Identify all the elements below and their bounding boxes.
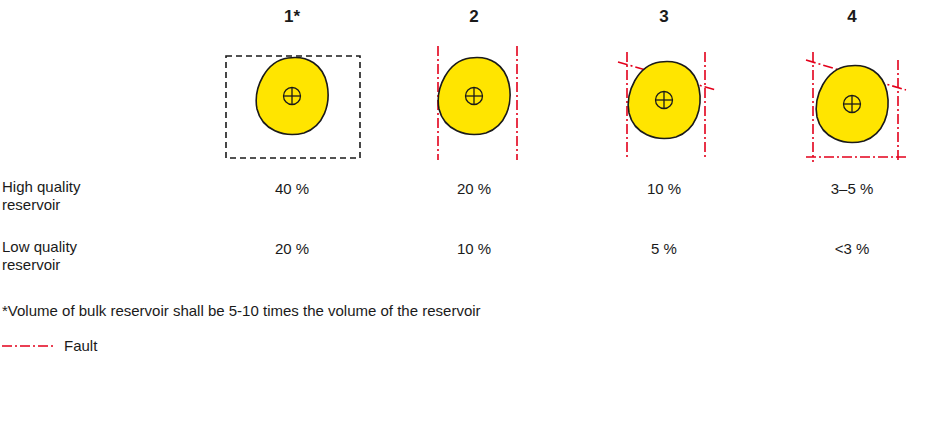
percentage-cell: 10 %: [457, 240, 491, 258]
fault-legend-sample: [2, 345, 56, 347]
fault-lines: [438, 46, 906, 162]
legend-label: Fault: [64, 337, 97, 355]
percentage-cell: 20 %: [457, 180, 491, 198]
row-label: High quality reservoir: [2, 178, 122, 214]
bulk-boundary: [226, 56, 360, 158]
percentage-cell: 10 %: [647, 180, 681, 198]
column-number: 1*: [284, 8, 300, 26]
column-number: 4: [847, 8, 856, 26]
percentage-cell: 5 %: [651, 240, 677, 258]
footnote: *Volume of bulk reservoir shall be 5-10 …: [2, 302, 481, 320]
percentage-cell: 20 %: [275, 240, 309, 258]
percentage-cell: 40 %: [275, 180, 309, 198]
reservoir-blob: [438, 57, 510, 134]
column-number: 3: [659, 8, 668, 26]
row-label: Low quality reservoir: [2, 238, 122, 274]
percentage-cell: <3 %: [835, 240, 870, 258]
reservoir-blob: [628, 61, 700, 138]
reservoir-blob: [256, 57, 328, 134]
reservoir-blob: [816, 65, 888, 142]
percentage-cell: 3–5 %: [831, 180, 874, 198]
column-number: 2: [469, 8, 478, 26]
